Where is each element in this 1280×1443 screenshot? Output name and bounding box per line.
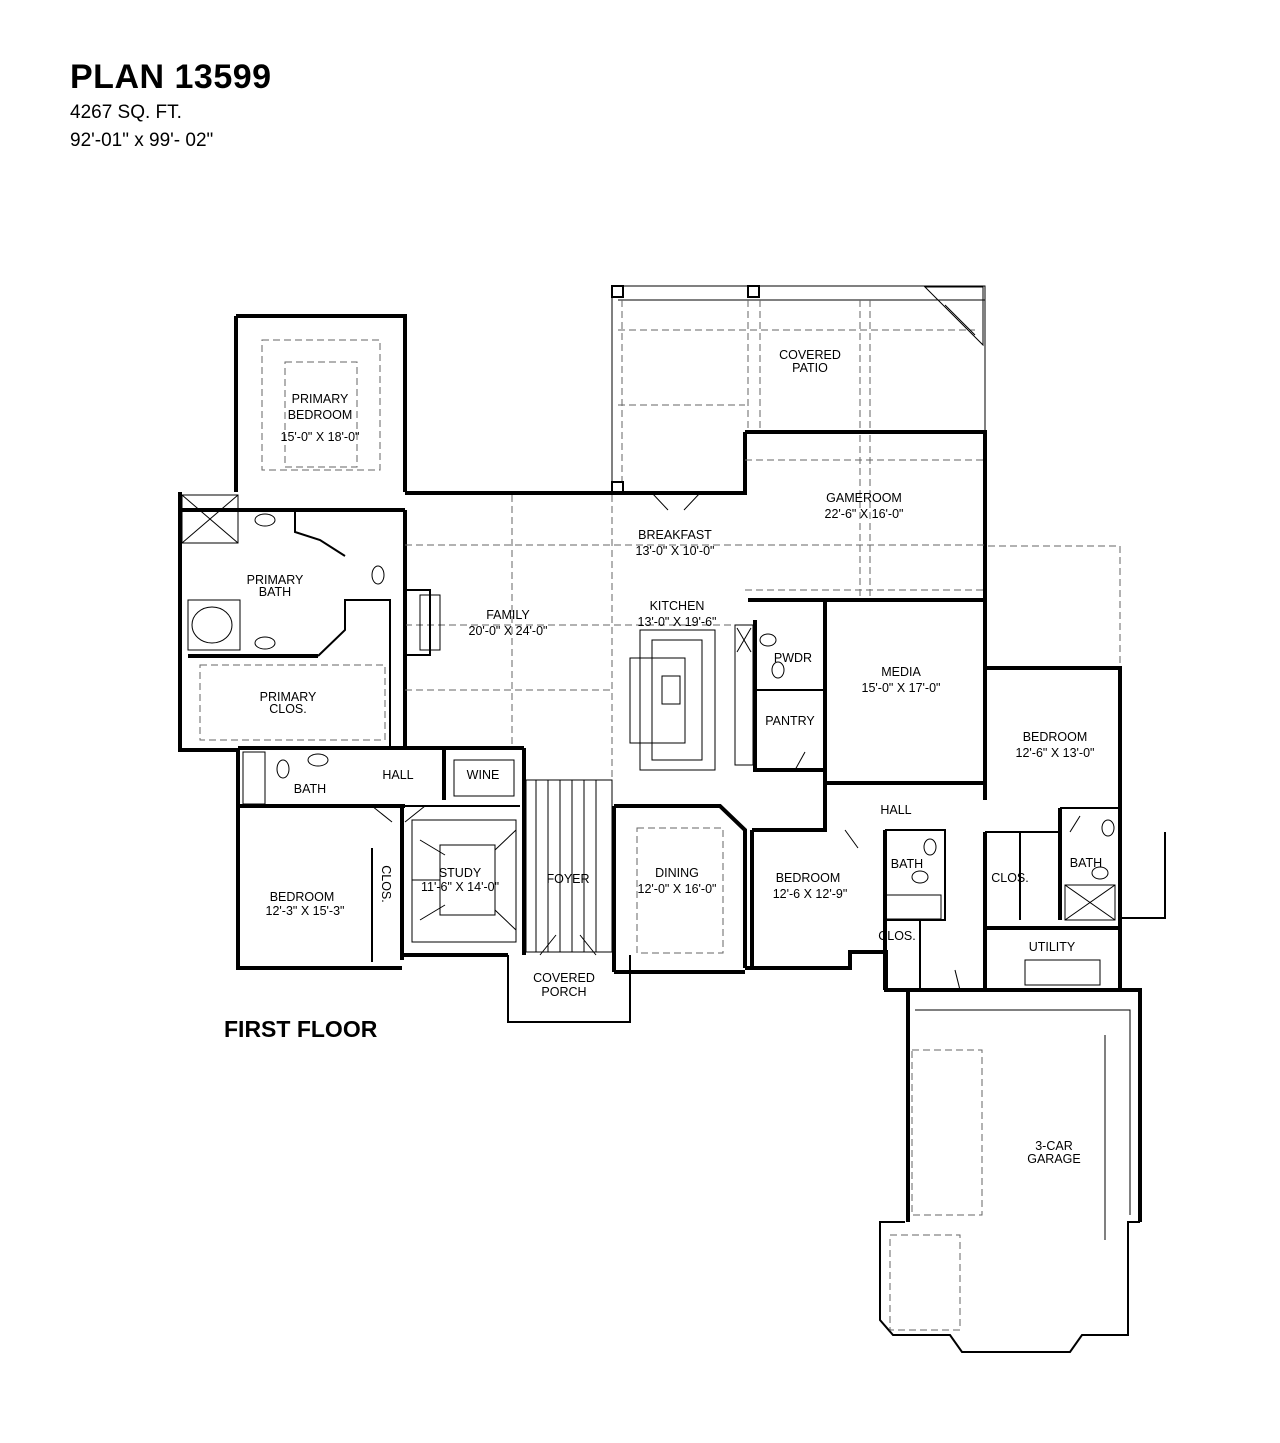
garage-interior [889, 1009, 1131, 1331]
garage-label: 3-CAR [1035, 1139, 1073, 1153]
bedroom-mid-label: BEDROOM [776, 871, 841, 885]
primary-bedroom-label: BEDROOM [288, 408, 353, 422]
covered-porch-label: COVERED [533, 971, 595, 985]
bedroom-mid-size: 12'-6 X 12'-9" [773, 887, 848, 901]
family-size: 20'-0" X 24'-0" [469, 624, 548, 638]
wine-label: WINE [467, 768, 500, 782]
floor-label: FIRST FLOOR [224, 1016, 378, 1042]
plan-square-footage: 4267 SQ. FT. [70, 102, 182, 123]
study-stair [411, 819, 517, 943]
pantry-label: PANTRY [765, 714, 815, 728]
primary-bedroom-label: PRIMARY [292, 392, 349, 406]
bedroom-west-label: BEDROOM [270, 890, 335, 904]
breakfast-label: BREAKFAST [638, 528, 712, 542]
door-swings [371, 492, 1081, 991]
bath-fixtures [181, 494, 1116, 986]
bedroom-east-label: BEDROOM [1023, 730, 1088, 744]
bedroom-west-size: 12'-3" X 15'-3" [266, 904, 345, 918]
media-size: 15'-0" X 17'-0" [862, 681, 941, 695]
utility-label: UTILITY [1029, 940, 1076, 954]
bath-west-label: BATH [294, 782, 326, 796]
kitchen-island [629, 624, 754, 771]
primary-clos-label: PRIMARY [260, 690, 317, 704]
room-labels: PRIMARY BEDROOM 15'-0" X 18'-0" PRIMARY … [247, 348, 1103, 1166]
clos-center-label: CLOS. [878, 929, 916, 943]
gameroom-size: 22'-6" X 16'-0" [825, 507, 904, 521]
dining-size: 12'-0" X 16'-0" [638, 882, 717, 896]
ceiling-dashed-lines [199, 339, 985, 954]
dining-label: DINING [655, 866, 699, 880]
plan-dimensions: 92'-01" x 99'- 02" [70, 130, 214, 151]
media-label: MEDIA [881, 665, 921, 679]
kitchen-size: 13'-0" X 19'-6" [638, 615, 717, 629]
exterior-walls [178, 314, 1166, 1353]
primary-clos-label: CLOS. [269, 702, 307, 716]
foyer-label: FOYER [546, 872, 589, 886]
primary-bath-label: BATH [259, 585, 291, 599]
breakfast-size: 13'-0" X 10'-0" [636, 544, 715, 558]
pwdr-label: PWDR [774, 651, 812, 665]
covered-patio-label: PATIO [792, 361, 828, 375]
garage-label: GARAGE [1027, 1152, 1081, 1166]
covered-patio-structure [611, 285, 986, 494]
covered-patio-label: COVERED [779, 348, 841, 362]
clos-west-label: CLOS. [379, 865, 393, 903]
hall-center-label: HALL [880, 803, 911, 817]
foyer-floor [525, 779, 613, 953]
clos-east-label: CLOS. [991, 871, 1029, 885]
study-label: STUDY [439, 866, 482, 880]
primary-bedroom-size: 15'-0" X 18'-0" [281, 430, 360, 444]
fireplace [404, 589, 441, 656]
primary-bath-label: PRIMARY [247, 573, 304, 587]
bath-east-label: BATH [1070, 856, 1102, 870]
interior-walls [180, 508, 1120, 990]
covered-porch-label: PORCH [541, 985, 586, 999]
kitchen-label: KITCHEN [650, 599, 705, 613]
bedroom-east-size: 12'-6" X 13'-0" [1016, 746, 1095, 760]
family-label: FAMILY [486, 608, 530, 622]
bath-center-label: BATH [891, 857, 923, 871]
plan-title: PLAN 13599 [70, 58, 272, 96]
study-size: 11'-6" X 14'-0" [421, 880, 499, 894]
hall-west-label: HALL [382, 768, 413, 782]
gameroom-label: GAMEROOM [826, 491, 902, 505]
